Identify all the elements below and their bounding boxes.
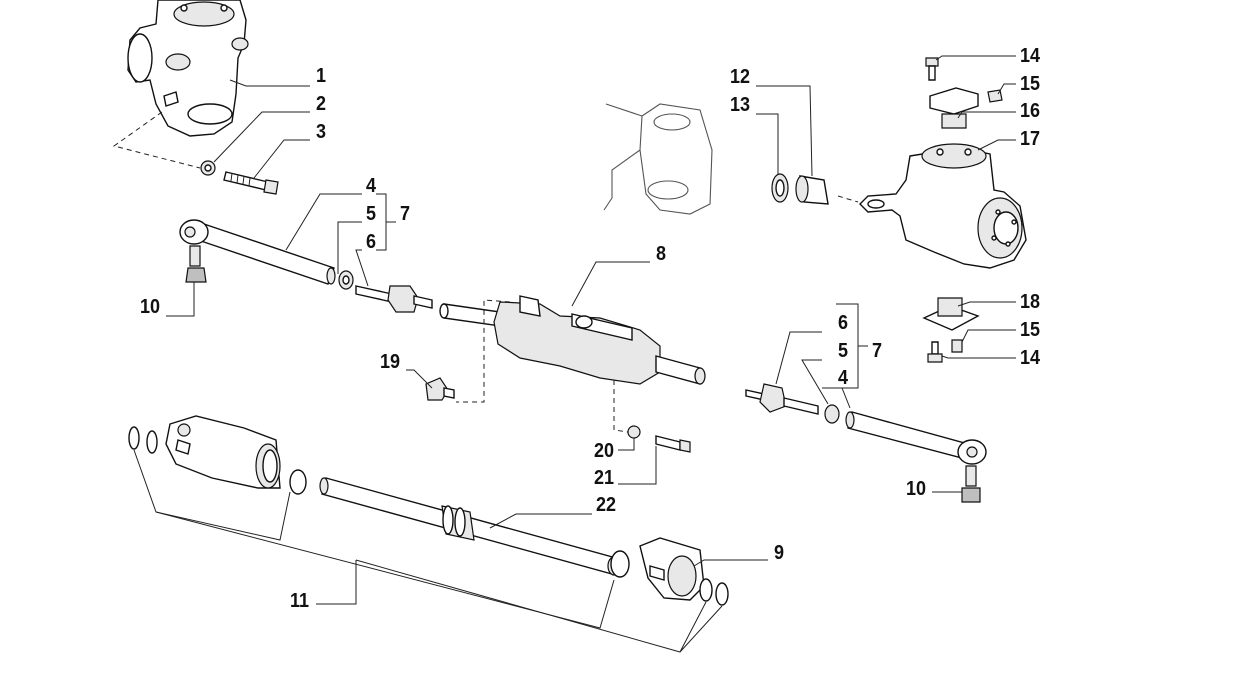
callout-14-bottom: 14 xyxy=(1020,347,1041,369)
callout-11: 11 xyxy=(290,590,310,612)
callout-21: 21 xyxy=(594,467,615,489)
callout-5-right: 5 xyxy=(838,340,849,362)
leader-8-dashed xyxy=(456,299,511,403)
leader-1-dashed xyxy=(112,111,201,169)
callout-6-left: 6 xyxy=(366,231,377,253)
callout-15-bottom: 15 xyxy=(1020,319,1041,341)
callout-10-left: 10 xyxy=(140,296,161,318)
callout-13: 13 xyxy=(730,94,751,116)
part-21-bolt xyxy=(655,435,691,453)
part-19-fitting xyxy=(425,377,455,401)
part-11-o-ring-mid xyxy=(289,469,307,495)
part-5-washer-right xyxy=(824,404,840,424)
part-15-grease-fitting-bottom xyxy=(951,339,963,353)
callout-8: 8 xyxy=(656,243,667,265)
callout-9: 9 xyxy=(774,542,785,564)
callout-16: 16 xyxy=(1020,100,1041,122)
callout-1: 1 xyxy=(316,65,327,87)
part-18-lower-pin xyxy=(922,297,980,331)
part-1-axle-housing xyxy=(127,0,249,137)
part-20-washer xyxy=(627,425,641,439)
part-9-yoke xyxy=(639,537,705,601)
part-8-steering-cylinder xyxy=(439,295,706,385)
part-11-o-ring-rod xyxy=(610,550,630,578)
part-13-seal xyxy=(771,173,789,203)
part-16-cap xyxy=(929,87,979,129)
callout-4-left: 4 xyxy=(366,175,377,197)
callout-22: 22 xyxy=(596,494,617,516)
part-3-bolt xyxy=(223,171,279,195)
callout-18: 18 xyxy=(1020,291,1041,313)
callout-2: 2 xyxy=(316,93,327,115)
callout-7-right: 7 xyxy=(872,340,883,362)
callout-19: 19 xyxy=(380,351,401,373)
part-6-ball-joint-left xyxy=(355,285,433,313)
callout-12: 12 xyxy=(730,66,751,88)
part-4-tie-rod-right xyxy=(845,411,987,465)
lower-cylinder-housing xyxy=(165,415,281,489)
callout-3: 3 xyxy=(316,121,327,143)
callout-15-top: 15 xyxy=(1020,73,1041,95)
part-14-bolt-bottom xyxy=(927,341,943,363)
part-14-bolt-top xyxy=(925,57,939,81)
callout-17: 17 xyxy=(1020,128,1041,150)
leader-lines xyxy=(133,55,1016,653)
part-10-grease-nipple-left xyxy=(185,245,207,283)
callout-5-left: 5 xyxy=(366,203,377,225)
part-11-o-rings-right xyxy=(699,578,729,606)
part-4-tie-rod-left xyxy=(179,219,336,285)
callout-10-right: 10 xyxy=(906,478,927,500)
callout-20: 20 xyxy=(594,440,615,462)
part-11-o-rings-left xyxy=(128,426,158,454)
callout-14-top: 14 xyxy=(1020,45,1041,67)
part-2-nut xyxy=(200,160,216,176)
callout-6-right: 6 xyxy=(838,312,849,334)
part-12-bushing xyxy=(795,175,829,205)
part-10-grease-nipple-right xyxy=(961,465,981,503)
part-17-steering-knuckle xyxy=(859,143,1027,269)
callout-7-left: 7 xyxy=(400,203,411,225)
ghost-housing-outline xyxy=(603,103,713,215)
callout-4-right: 4 xyxy=(838,367,849,389)
part-6-ball-joint-right xyxy=(745,383,819,415)
part-22-piston-rod xyxy=(319,477,621,576)
